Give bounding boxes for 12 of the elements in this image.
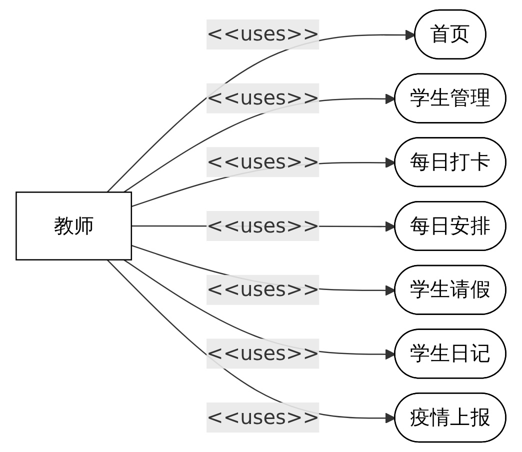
edge-label: <<uses>> — [206, 150, 320, 174]
edge-label: <<uses>> — [206, 213, 320, 238]
arrow — [106, 259, 396, 424]
node-box: 教师 — [16, 192, 132, 260]
edge-label: <<uses>> — [206, 341, 320, 365]
arrow — [124, 93, 396, 193]
arrow — [124, 259, 396, 360]
edge-label: <<uses>> — [206, 22, 320, 46]
arrow — [106, 30, 416, 193]
edge-label: <<uses>> — [206, 405, 320, 429]
edge-label: <<uses>> — [206, 277, 320, 302]
edge-label: <<uses>> — [206, 86, 320, 110]
